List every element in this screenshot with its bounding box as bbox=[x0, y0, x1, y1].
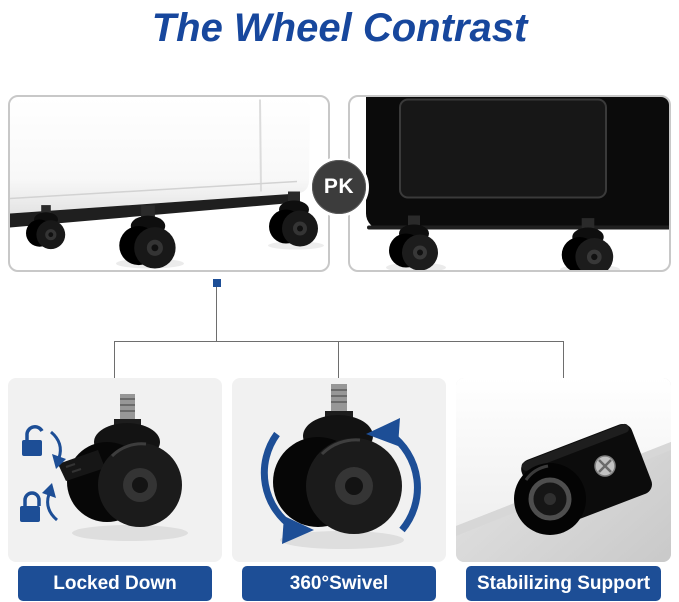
white-cabinet-casters-image bbox=[10, 97, 324, 269]
swivel-caster-image bbox=[260, 384, 421, 549]
connector-stem-line bbox=[216, 287, 217, 341]
caster-stem bbox=[114, 394, 141, 426]
page-title: The Wheel Contrast bbox=[151, 5, 528, 50]
padlock-closed-icon bbox=[20, 491, 41, 522]
feature-label-swivel: 360°Swivel bbox=[242, 566, 436, 601]
feature-panel-stabilizing bbox=[456, 378, 671, 562]
connector-anchor-square bbox=[213, 279, 221, 287]
feature-panel-locked-down bbox=[8, 378, 222, 562]
connector-drop-line-2 bbox=[338, 341, 339, 378]
comparison-panel-left bbox=[8, 95, 330, 272]
connector-drop-line-3 bbox=[563, 341, 564, 378]
swivel-arrow-right-icon bbox=[366, 418, 421, 533]
caster-stem bbox=[325, 384, 353, 419]
brake-caster-image bbox=[20, 394, 188, 541]
swivel-arrow-left-icon bbox=[260, 431, 314, 544]
mounted-caster-image bbox=[456, 378, 671, 562]
connector-drop-line-1 bbox=[114, 341, 115, 378]
screw-icon bbox=[594, 455, 616, 477]
feature-label-stabilizing-support: Stabilizing Support bbox=[466, 566, 661, 601]
connector-horizontal-line bbox=[114, 341, 564, 342]
comparison-panel-right bbox=[348, 95, 671, 272]
lock-toggle-arrow-down-icon bbox=[49, 430, 66, 469]
lock-toggle-arrow-up-icon bbox=[42, 483, 59, 522]
brake-lever bbox=[58, 450, 105, 481]
padlock-open-icon bbox=[22, 425, 44, 456]
pk-versus-badge: PK bbox=[312, 160, 366, 214]
feature-label-locked-down: Locked Down bbox=[18, 566, 212, 601]
black-cabinet-casters-image bbox=[366, 97, 669, 270]
feature-panel-swivel bbox=[232, 378, 446, 562]
